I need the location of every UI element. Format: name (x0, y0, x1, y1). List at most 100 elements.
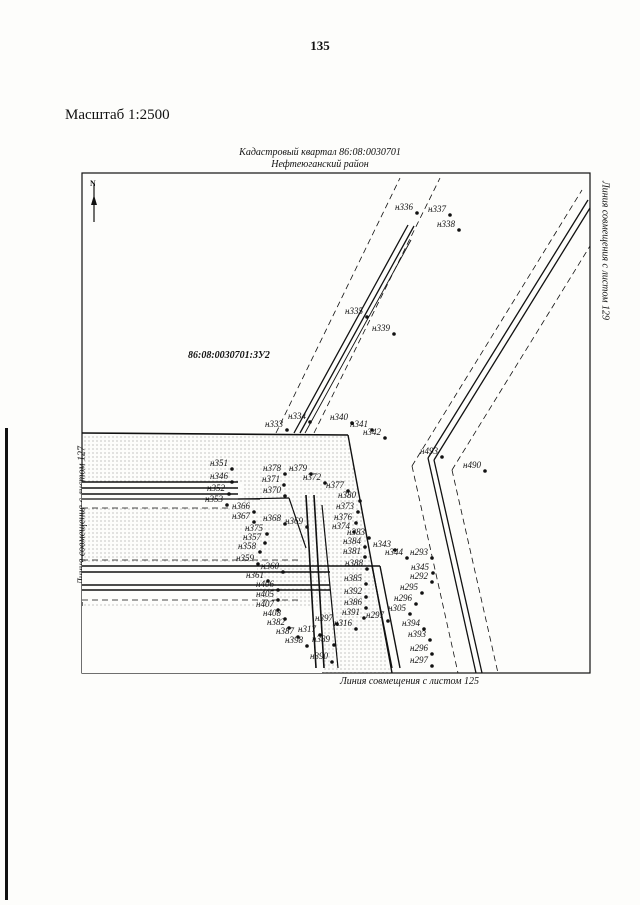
point-label: н353 (205, 494, 223, 504)
point-marker (430, 652, 434, 656)
parcel-label: 86:08:0030701:ЗУ2 (188, 350, 270, 361)
point-label: н372 (303, 472, 321, 482)
point-label: н340 (330, 412, 348, 422)
point-marker (420, 591, 424, 595)
point-marker (370, 428, 374, 432)
trunk-line-6 (379, 565, 401, 669)
point-marker (383, 436, 387, 440)
point-marker (305, 525, 309, 529)
boundary-point: н380 (338, 490, 362, 503)
point-label: н379 (289, 463, 307, 473)
point-marker (283, 472, 287, 476)
point-label: н344 (385, 547, 403, 557)
point-label: н380 (338, 490, 356, 500)
point-label: н398 (285, 635, 303, 645)
trunk-line-2 (313, 494, 325, 669)
point-marker (283, 494, 287, 498)
road-east-dash-1 (411, 189, 583, 467)
point-label: н333 (265, 419, 283, 429)
boundary-point: н379 (289, 463, 313, 476)
point-marker (405, 556, 409, 560)
point-marker (276, 598, 280, 602)
point-marker (330, 660, 334, 664)
point-marker (415, 211, 419, 215)
road-east-lower-2 (433, 459, 483, 674)
boundary-point: н292 (410, 571, 434, 584)
boundary-point: н334 (288, 411, 312, 424)
point-label: н369 (285, 516, 303, 526)
point-label: н359 (236, 553, 254, 563)
road-east-lower-1 (427, 457, 477, 674)
boundary-point: н341 (350, 419, 374, 432)
boundary-point: н351 (210, 458, 234, 471)
point-marker (335, 622, 339, 626)
point-marker (346, 489, 350, 493)
boundary-point: н374 (332, 521, 356, 534)
point-label: н296 (410, 643, 428, 653)
boundary-point: н373 (336, 501, 360, 514)
boundary-point: н386 (344, 597, 368, 610)
boundary-point: н297 (366, 610, 390, 623)
point-marker (422, 627, 426, 631)
boundary-point: н384 (343, 536, 367, 549)
boundary-point: н388 (345, 558, 369, 571)
road-north-line-1 (293, 224, 409, 434)
point-marker (305, 644, 309, 648)
point-label: н393 (408, 629, 426, 639)
boundary-point: н343 (373, 539, 397, 552)
point-marker (263, 541, 267, 545)
trunk-line-3 (321, 504, 339, 669)
point-marker (276, 588, 280, 592)
point-marker (367, 536, 371, 540)
point-label: н343 (373, 539, 391, 549)
point-label: н394 (402, 618, 420, 628)
point-label: н373 (336, 501, 354, 511)
boundary-point: н316 (334, 618, 358, 631)
margin-scan-bar (5, 428, 8, 900)
point-marker (414, 602, 418, 606)
road-east-dash-2 (451, 245, 591, 471)
point-marker (365, 315, 369, 319)
boundary-point: н390 (310, 651, 334, 664)
boundary-point: н337 (428, 204, 452, 217)
point-marker (393, 548, 397, 552)
area-boundary-top (81, 432, 349, 436)
boundary-point: н405 (256, 589, 280, 602)
point-label: н376 (334, 512, 352, 522)
point-label: н405 (256, 589, 274, 599)
trunk-line-1 (305, 494, 317, 669)
boundary-point: н357 (243, 532, 267, 545)
boundary-point: н359 (236, 553, 260, 566)
boundary-point: н393 (408, 629, 432, 642)
district-title: Нефтеюганский район (271, 159, 369, 170)
point-marker (386, 619, 390, 623)
road-east-lower-dash-2 (451, 469, 499, 674)
point-marker (227, 492, 231, 496)
point-label: н352 (207, 483, 225, 493)
point-label: н378 (263, 463, 281, 473)
point-label: н317 (298, 624, 316, 634)
point-label: н336 (395, 202, 413, 212)
boundary-point: н339 (372, 323, 396, 336)
point-label: н342 (363, 427, 381, 437)
boundary-point: н383 (347, 527, 371, 540)
point-label: н351 (210, 458, 228, 468)
point-label: н335 (345, 306, 363, 316)
point-label: н357 (243, 532, 261, 542)
point-label: н386 (344, 597, 362, 607)
point-label: н387 (276, 626, 294, 636)
boundary-point: н353 (205, 494, 229, 507)
corridor-upper (82, 482, 242, 508)
point-marker (363, 545, 367, 549)
point-marker (430, 664, 434, 668)
point-marker (440, 455, 444, 459)
point-label: н358 (238, 541, 256, 551)
point-label: н346 (210, 471, 228, 481)
boundary-point: н297 (410, 655, 434, 668)
point-marker (354, 627, 358, 631)
point-label: н375 (245, 523, 263, 533)
boundary-point: н342 (363, 427, 387, 440)
point-label: н388 (345, 558, 363, 568)
point-marker (350, 421, 354, 425)
point-label: н374 (332, 521, 350, 531)
